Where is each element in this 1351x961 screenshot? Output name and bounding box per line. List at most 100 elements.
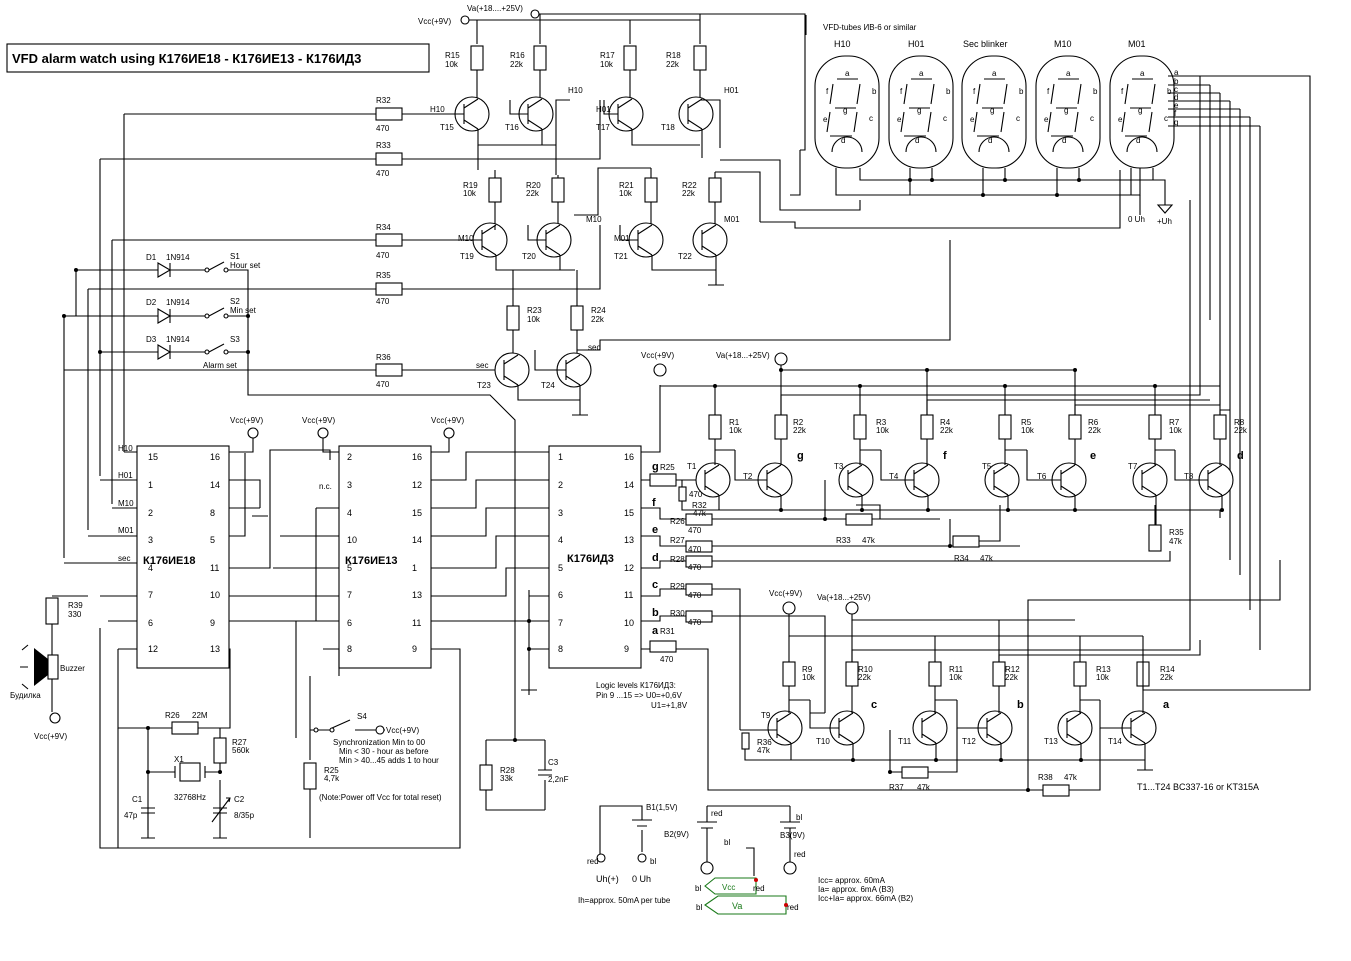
label-chips-0-left_pins-6: 6 <box>148 618 153 628</box>
label-sync-note: (Note:Power off Vcc for total reset) <box>319 793 442 802</box>
logic-levels-note: Logic levels К176ИД3: Pin 9 ...15 => U0=… <box>596 681 688 710</box>
t20-label: T20 <box>522 252 536 261</box>
svg-text:b: b <box>872 87 877 96</box>
d1-ref: D1 <box>146 253 157 262</box>
label-transistors-16: T7 <box>1128 462 1138 471</box>
svg-text:b: b <box>946 87 951 96</box>
tube-header: VFD-tubes ИВ-6 or similar <box>823 23 917 32</box>
label-chips-1-right_pins-1: 12 <box>412 480 422 490</box>
label-resistors-38-val: 47k <box>980 554 994 563</box>
label-chips-1-right_pins-0: 16 <box>412 452 422 462</box>
label-chips-2-right_pins-5: 11 <box>624 590 633 600</box>
vcc-label-segs: Vcc(+9V) <box>641 351 674 360</box>
label-resistors-23-val: 10k <box>802 673 816 682</box>
s3-ref: S3 <box>230 335 240 344</box>
r15-val: 10k <box>445 60 459 69</box>
label-chips-0-side_labels-3: M01 <box>118 526 134 535</box>
r17-val: 10k <box>600 60 614 69</box>
label-currents-2: Icc+Ia= approx. 66mA (B2) <box>818 894 913 903</box>
t18-label: T18 <box>661 123 675 132</box>
r20-val: 22k <box>526 189 540 198</box>
batteries: B1(1,5V) B2(9V) red bl Uh(+) 0 Uh Ih=app… <box>578 803 806 915</box>
label-resistors-30-ref: R26 <box>670 517 685 526</box>
transistors-row1: T15 T16 T17 T18 H10 H01 H10 H01 <box>402 86 739 175</box>
svg-text:c: c <box>869 114 873 123</box>
t24-label: T24 <box>541 381 555 390</box>
t22-label: T22 <box>678 252 692 261</box>
label-chips-0-side_labels-2: M10 <box>118 499 134 508</box>
label-chips-2-left_pins-1: 2 <box>558 480 563 490</box>
seg-g-label: g <box>652 461 659 473</box>
sync-section: S4 Vcc(+9V) Synchronization Min to 00 Mi… <box>303 676 442 838</box>
vcc-label-top: Vcc(+9V) <box>418 17 451 26</box>
svg-text:f: f <box>826 87 829 96</box>
chip-ie18: Vcc(+9V) К176ИЕ18 15 1 2 3 4 7 6 12 16 1… <box>64 416 331 729</box>
seg-d-label: d <box>652 552 659 564</box>
label-chips-0-right_pins-1: 14 <box>210 480 220 490</box>
r32-ref: R32 <box>376 96 391 105</box>
label-chips-1-right_pins-2: 15 <box>412 508 422 518</box>
svg-text:f: f <box>1121 87 1124 96</box>
h01-col-label: H01 <box>724 86 739 95</box>
label-caps-2-ref: C3 <box>548 758 559 767</box>
base-resistors-row2: R34 470 R35 470 R36 470 <box>64 223 601 389</box>
label-battery_labels-zero_uh: 0 Uh <box>632 874 651 884</box>
label-transistors-11: T2 <box>743 472 753 481</box>
chip-ie13: Vcc(+9V) Vcc(+9V) К176ИЕ13 2 3 4 10 5 7 … <box>99 416 549 849</box>
label-caps-1-ref: C2 <box>234 795 245 804</box>
label-battery_labels-red: red <box>711 809 723 818</box>
va-label-top: Va(+18....+25V) <box>467 4 523 13</box>
label-chips-0-right_pins-0: 16 <box>210 452 220 462</box>
label-logic_levels-1: Pin 9 ...15 => U0=+0,6V <box>596 691 683 700</box>
label-resistors-31-val: 470 <box>688 545 702 554</box>
label-resistors-24-val: 22k <box>858 673 872 682</box>
label-segments-0: a <box>1163 699 1170 711</box>
label-resistors-18-ref: R4 <box>940 418 951 427</box>
r35-ref: R35 <box>376 271 391 280</box>
label-currents-0: Icc= approx. 60mA <box>818 876 886 885</box>
label-chips-1-right_pins-7: 9 <box>412 644 417 654</box>
label-resistors-42-ref: R38 <box>1038 773 1053 782</box>
label-chips-0-side_labels-4: sec <box>118 554 130 563</box>
label-resistors-37-ref: R33 <box>836 536 851 545</box>
h10-col-label: H10 <box>568 86 583 95</box>
t17-label: T17 <box>596 123 610 132</box>
label-resistors-22-ref: R8 <box>1234 418 1245 427</box>
svg-text:d: d <box>915 136 919 145</box>
label-resistors-25-ref: R11 <box>949 665 964 674</box>
seg-a-label: a <box>652 625 659 637</box>
r18-val: 22k <box>666 60 680 69</box>
r15-ref: R15 <box>445 51 460 60</box>
seg-c-label: c <box>652 579 658 591</box>
r36-val: 470 <box>376 380 390 389</box>
svg-text:e: e <box>897 115 902 124</box>
label-chips-0-left_pins-2: 2 <box>148 508 153 518</box>
r16-val: 22k <box>510 60 524 69</box>
label-resistors-25-val: 10k <box>949 673 963 682</box>
r33-val: 470 <box>376 169 390 178</box>
r23-val: 10k <box>527 315 541 324</box>
label-chips-0-left_pins-0: 15 <box>148 452 158 462</box>
label-chips-0-right_pins-6: 9 <box>210 618 215 628</box>
buzzer: R39 330 Buzzer Будилка Vcc(+9V) <box>10 595 88 741</box>
label-resistors-15-ref: R1 <box>729 418 740 427</box>
label-logic_levels-0: Logic levels К176ИД3: <box>596 681 676 690</box>
label-resistors-37-val: 47k <box>862 536 876 545</box>
h10-base-label: H10 <box>430 105 445 114</box>
label-battery_labels-bl: bl <box>796 813 802 822</box>
tube-segments <box>826 78 1156 137</box>
r24-ref: R24 <box>591 306 606 315</box>
label-caps-1-val: 8/35p <box>234 811 255 820</box>
tube-zero-uh: 0 Uh <box>1128 215 1145 224</box>
label-resistors-29-ref: R25 <box>660 463 675 472</box>
label-chips-2-left_pins-2: 3 <box>558 508 563 518</box>
label-supply-vcc: Vcc(+9V) <box>34 732 67 741</box>
svg-text:g: g <box>990 106 994 115</box>
label-chips-0-left_pins-3: 3 <box>148 535 153 545</box>
label-resistors-26-ref: R12 <box>1005 665 1020 674</box>
label-logic_levels-2: U1=+1,8V <box>651 701 688 710</box>
label-chips-0-left_pins-5: 7 <box>148 590 153 600</box>
label-chips-1-right_pins-6: 11 <box>412 618 421 628</box>
label-transistors-19: T10 <box>816 737 830 746</box>
label-resistors-27-ref: R13 <box>1096 665 1111 674</box>
